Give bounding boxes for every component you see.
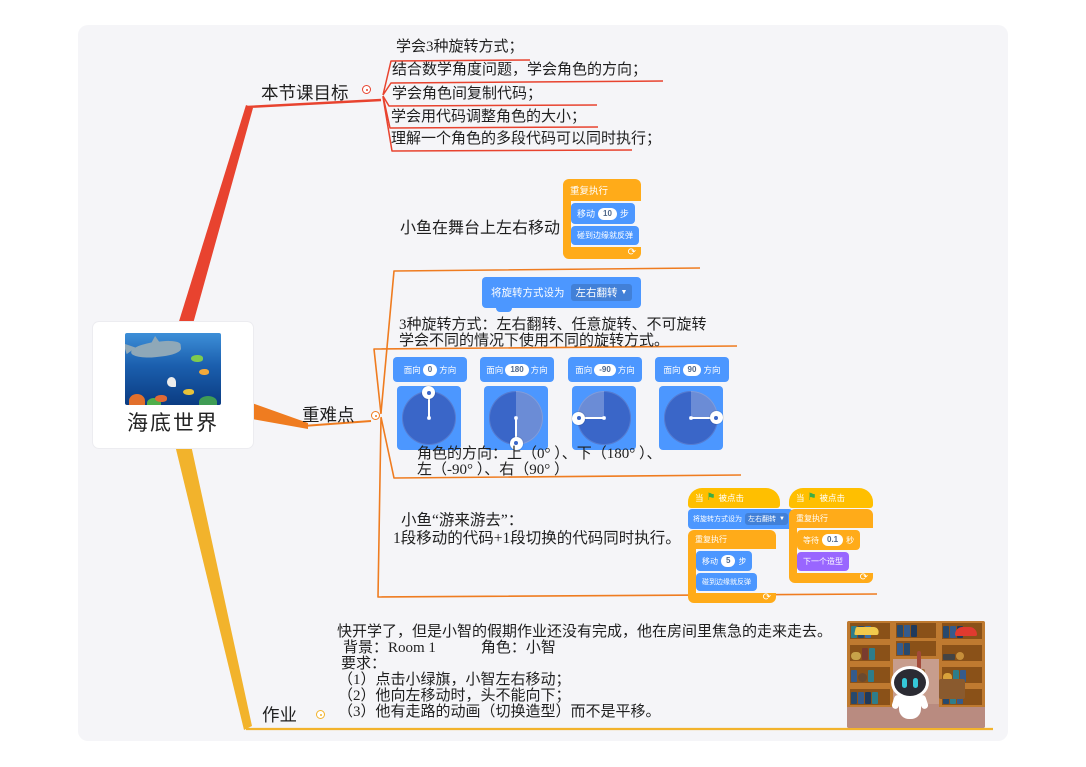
keypoint-line-1 <box>380 267 701 414</box>
point-direction-block[interactable]: 面向 -90 方向 <box>568 357 642 382</box>
point-direction-widget[interactable]: 面向 180 方向 <box>480 357 554 450</box>
green-flag-icon: ⚑ <box>807 492 817 503</box>
homework-branch-label[interactable]: 作业 <box>262 705 297 725</box>
when-flag-clicked-block[interactable]: 当 ⚑ 被点击 <box>688 488 780 508</box>
loop-icon: ⟳ <box>627 247 636 258</box>
green-flag-icon: ⚑ <box>706 492 716 503</box>
direction-note-line1: 角色的方向：上（0° ）、下（180° ）、 <box>417 446 662 462</box>
branch-keypoints-trunk <box>252 403 308 429</box>
homework-collapse-marker[interactable] <box>316 710 325 719</box>
underwater-image <box>125 333 221 405</box>
loop-icon: ⟳ <box>762 592 771 603</box>
goal-item[interactable]: 学会角色间复制代码； <box>392 86 543 102</box>
chevron-down-icon: ▼ <box>779 516 785 522</box>
move-steps-block[interactable]: 移动 5 步 <box>696 551 753 571</box>
goals-branch-label[interactable]: 本节课目标 <box>261 83 349 103</box>
homework-line: 要求： <box>341 656 387 672</box>
set-rotation-block-small[interactable]: 将旋转方式设为 左右翻转 ▼ <box>688 509 793 529</box>
chevron-down-icon: ▼ <box>620 289 628 296</box>
scratch-forever-script[interactable]: 重复执行 移动 10 步 碰到边缘就反弹 ⟳ <box>563 179 641 259</box>
keypoint-line-3 <box>380 416 742 479</box>
forever-script[interactable]: 重复执行 移动 5 步 碰到边缘就反弹 ⟳ <box>688 530 776 603</box>
goal-line-5 <box>382 96 633 152</box>
wait-value[interactable]: 0.1 <box>822 534 844 546</box>
fish-move-text[interactable]: 小鱼在舞台上左右移动 <box>400 220 561 237</box>
rotation-dropdown[interactable]: 左右翻转 ▼ <box>570 284 633 301</box>
book-prop <box>854 627 880 635</box>
point-direction-block[interactable]: 面向 90 方向 <box>655 357 729 382</box>
when-flag-clicked-block[interactable]: 当 ⚑ 被点击 <box>789 488 873 508</box>
rotation-note-line2: 学会不同的情况下使用不同的旋转方式。 <box>399 333 670 349</box>
keypoints-collapse-marker[interactable] <box>371 411 380 420</box>
goal-line-2 <box>382 80 664 96</box>
direction-dial-right[interactable] <box>659 386 723 450</box>
forever-block[interactable]: 重复执行 <box>563 179 641 201</box>
point-direction-widget[interactable]: 面向 -90 方向 <box>568 357 642 450</box>
move-steps-block[interactable]: 移动 10 步 <box>571 203 635 224</box>
pole-prop <box>917 651 921 677</box>
keypoint-line-2 <box>373 345 738 415</box>
goal-item[interactable]: 学会用代码调整角色的大小； <box>391 109 587 125</box>
dial-handle[interactable] <box>572 412 585 425</box>
branch-keypoints-underline <box>302 420 372 427</box>
scratch-script-move[interactable]: 当 ⚑ 被点击 将旋转方式设为 左右翻转 ▼ 重复执行 移动 <box>688 488 793 603</box>
central-topic-label: 海底世界 <box>127 411 219 435</box>
swim-text-line2: 1段移动的代码+1段切换的代码同时执行。 <box>393 530 681 547</box>
robot-head <box>894 669 926 696</box>
central-topic[interactable]: 海底世界 <box>93 322 253 448</box>
homework-line: 快开学了，但是小智的假期作业还没有完成，他在房间里焦急的走来走去。 <box>337 624 833 640</box>
wait-block[interactable]: 等待 0.1 秒 <box>797 530 861 550</box>
dial-handle[interactable] <box>710 411 723 424</box>
branch-goals-trunk <box>176 105 253 331</box>
bounce-block[interactable]: 碰到边缘就反弹 <box>696 573 757 591</box>
swim-text-line1[interactable]: 小鱼“游来游去”： <box>401 512 524 529</box>
next-costume-block[interactable]: 下一个造型 <box>797 552 849 571</box>
forever-block[interactable]: 重复执行 <box>789 509 873 528</box>
room1-scene-image <box>847 621 985 728</box>
homework-line: （1）点击小绿旗，小智左右移动； <box>338 672 571 688</box>
rotation-dropdown[interactable]: 左右翻转 ▼ <box>745 513 788 525</box>
goals-collapse-marker[interactable] <box>362 85 371 94</box>
point-direction-block[interactable]: 面向 0 方向 <box>393 357 467 382</box>
loop-icon: ⟳ <box>859 572 868 583</box>
point-direction-widget[interactable]: 面向 0 方向 <box>393 357 467 450</box>
forever-script[interactable]: 重复执行 等待 0.1 秒 下一个造型 ⟳ <box>789 509 873 583</box>
steps-value[interactable]: 10 <box>598 207 617 220</box>
scratch-script-costume[interactable]: 当 ⚑ 被点击 重复执行 等待 0.1 秒 下一个造型 <box>789 488 873 583</box>
robot-character <box>899 693 921 719</box>
goal-item[interactable]: 结合数学角度问题，学会角色的方向； <box>392 62 648 78</box>
goal-line-1 <box>382 59 531 96</box>
direction-dial-down[interactable] <box>484 386 548 450</box>
forever-block[interactable]: 重复执行 <box>688 530 776 549</box>
direction-dial-up[interactable] <box>397 386 461 450</box>
keypoints-branch-label[interactable]: 重难点 <box>302 405 355 425</box>
homework-line: （3）他有走路的动画（切换造型）而不是平移。 <box>338 704 661 720</box>
homework-line: 背景：Room 1 角色：小智 <box>343 640 556 656</box>
homework-line: （2）他向左移动时，头不能向下； <box>338 688 571 704</box>
chair-prop <box>939 679 965 699</box>
bounce-block[interactable]: 碰到边缘就反弹 <box>571 226 639 245</box>
goal-line-3 <box>382 95 598 107</box>
shark-graphic <box>130 339 182 360</box>
direction-note-line2: 左（-90° ）、右（90° ） <box>417 462 569 478</box>
branch-goals-underline <box>246 98 382 109</box>
dial-handle[interactable] <box>422 386 435 399</box>
goal-item[interactable]: 学会3种旋转方式； <box>396 39 524 55</box>
point-direction-widget[interactable]: 面向 90 方向 <box>655 357 729 450</box>
set-rotation-block[interactable]: 将旋转方式设为 左右翻转 ▼ <box>482 277 642 312</box>
goal-item[interactable]: 理解一个角色的多段代码可以同时执行； <box>391 131 662 147</box>
point-direction-block[interactable]: 面向 180 方向 <box>480 357 554 382</box>
branch-homework-trunk <box>175 445 252 730</box>
rotation-note-line1[interactable]: 3种旋转方式：左右翻转、任意旋转、不可旋转 <box>399 317 707 333</box>
direction-dial-left[interactable] <box>572 386 636 450</box>
hat-prop <box>955 627 977 636</box>
steps-value[interactable]: 5 <box>721 555 736 567</box>
